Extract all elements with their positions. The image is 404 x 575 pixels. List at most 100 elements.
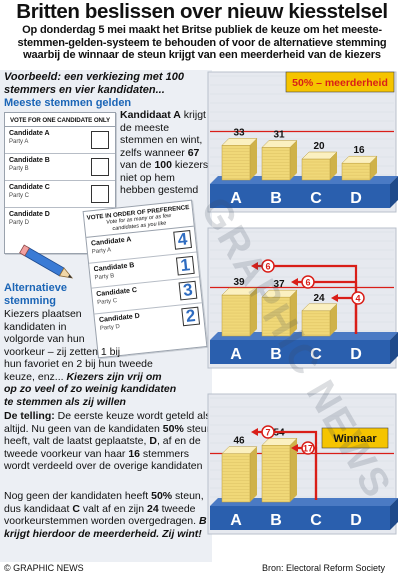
footer-credit: © GRAPHIC NEWS: [4, 563, 84, 573]
candidate-party: Party D: [9, 220, 30, 226]
bar-side: [330, 303, 337, 336]
bar-top: [301, 303, 338, 312]
preference-number: 3: [182, 280, 194, 301]
transfer-value-label: 6: [305, 278, 310, 288]
count-text: , af en de tweede voorkeur van haar: [4, 435, 201, 460]
bar-top: [261, 438, 298, 446]
final-description: Nog geen der kandidaten heeft 50% steun,…: [4, 490, 214, 540]
bar-value-label: 39: [233, 277, 245, 288]
av-emphasis: Kiezers zijn vrij om: [66, 370, 162, 383]
bar-side: [330, 152, 337, 180]
platform-front: [210, 506, 390, 530]
candidate-name: Candidate C: [9, 184, 50, 191]
bar-top: [301, 151, 338, 160]
bar-value-label: 16: [353, 145, 365, 156]
platform-side: [390, 498, 398, 530]
section-heading-fptp: Meeste stemmen gelden: [4, 97, 132, 109]
bar-front: [341, 162, 371, 181]
bar-top: [221, 287, 258, 296]
platform-side: [390, 176, 398, 208]
majority-label: 50% – meerderheid: [292, 77, 388, 89]
transfer-arrowhead: [291, 444, 298, 452]
bar-side: [290, 140, 297, 180]
final-bold: 24: [147, 502, 159, 515]
count-text: steun heeft, valt de laatst geplaatste,: [4, 422, 213, 448]
ballot-box: [91, 185, 109, 203]
winner-label-box: [321, 427, 389, 449]
section-heading-av: Alternatieve stemming: [4, 282, 67, 308]
majority-label-box: [285, 71, 395, 93]
category-label: A: [230, 512, 242, 529]
transfer-badge: [351, 291, 365, 305]
bar-side: [250, 138, 257, 180]
transfer-arrowhead: [291, 278, 298, 286]
transfer-arrowhead: [331, 294, 338, 302]
transfer-value-label: 6: [265, 262, 270, 272]
bar-top: [261, 140, 298, 148]
category-label: D: [350, 346, 362, 363]
fptp-description: Kandidaat A krijgt de meeste stemmen en …: [120, 109, 212, 197]
candidate-party: Party C: [9, 193, 30, 199]
category-label: A: [230, 190, 242, 207]
heading-line: stemming: [4, 295, 56, 307]
bar-value-label: 20: [313, 141, 325, 152]
final-text: Nog geen der kandidaten heeft: [4, 490, 152, 502]
category-label: A: [230, 346, 242, 363]
bar-side: [250, 446, 257, 502]
preference-number: 4: [176, 229, 189, 250]
bar-top: [261, 289, 298, 298]
platform-side: [390, 332, 398, 364]
bar-front: [221, 294, 251, 337]
footer-source: Bron: Electoral Reform Society: [262, 563, 386, 573]
category-label: B: [270, 512, 282, 529]
transfer-arrowhead: [251, 428, 258, 436]
transfer-value-label: 17: [303, 444, 313, 454]
av-emphasis: op zo veel of zo weinig kandidaten: [4, 383, 177, 395]
bar-value-label: 37: [273, 279, 285, 290]
count-text: stemmers wordt verdeeld over de overige …: [4, 447, 203, 473]
desc-number: 100: [154, 159, 172, 171]
transfer-arrowhead: [251, 262, 258, 270]
heading-line: Alternatieve: [4, 282, 67, 294]
preference-number: 1: [179, 254, 191, 275]
av-description: Kiezers plaatsen kandidaten in volgorde …: [4, 308, 204, 408]
ballot-row: Candidate A Party A: [5, 127, 115, 154]
ballot-box: [91, 158, 109, 176]
bar-side: [290, 438, 297, 502]
candidate-name: Candidate A: [9, 130, 50, 137]
bar-front: [261, 296, 291, 337]
final-emphasis: B krijgt hierdoor de meerderheid. Zij wi…: [4, 515, 207, 540]
desc-number: 67: [187, 146, 200, 159]
av-text-line: kandidaten in: [4, 320, 67, 333]
bar-front: [261, 147, 291, 181]
page-title: Britten beslissen over nieuw kiesstelsel: [16, 0, 388, 23]
ballot-box: [91, 131, 109, 149]
bar-side: [370, 156, 377, 180]
category-label: C: [310, 346, 322, 363]
pencil-icon: [19, 244, 74, 279]
final-bold: 50%: [151, 490, 173, 502]
transfer-badge: [261, 259, 275, 273]
bar-value-label: 33: [233, 127, 245, 138]
category-label: D: [350, 512, 362, 529]
av-text-line: keuze, enz...: [4, 370, 67, 383]
category-label: B: [270, 190, 282, 207]
final-text: valt af en zijn: [79, 502, 148, 515]
bar-top: [221, 446, 258, 454]
bar-side: [290, 290, 297, 336]
category-label: B: [270, 346, 282, 363]
intro-text: Op donderdag 5 mei maakt het Britse publ…: [17, 24, 387, 61]
desc-text: van de: [120, 159, 155, 171]
transfer-badge: [301, 275, 315, 289]
count-lead: De telling:: [4, 410, 55, 422]
av-text-line: voorkeur – zij zetten 1 bij: [4, 345, 121, 358]
av-text-line: hun favoriet en 2 bij hun tweede: [4, 358, 153, 370]
av-emphasis: te stemmen als zij willen: [4, 395, 126, 408]
candidate-name: Candidate D: [9, 211, 50, 218]
bar-value-label: 46: [233, 436, 245, 447]
